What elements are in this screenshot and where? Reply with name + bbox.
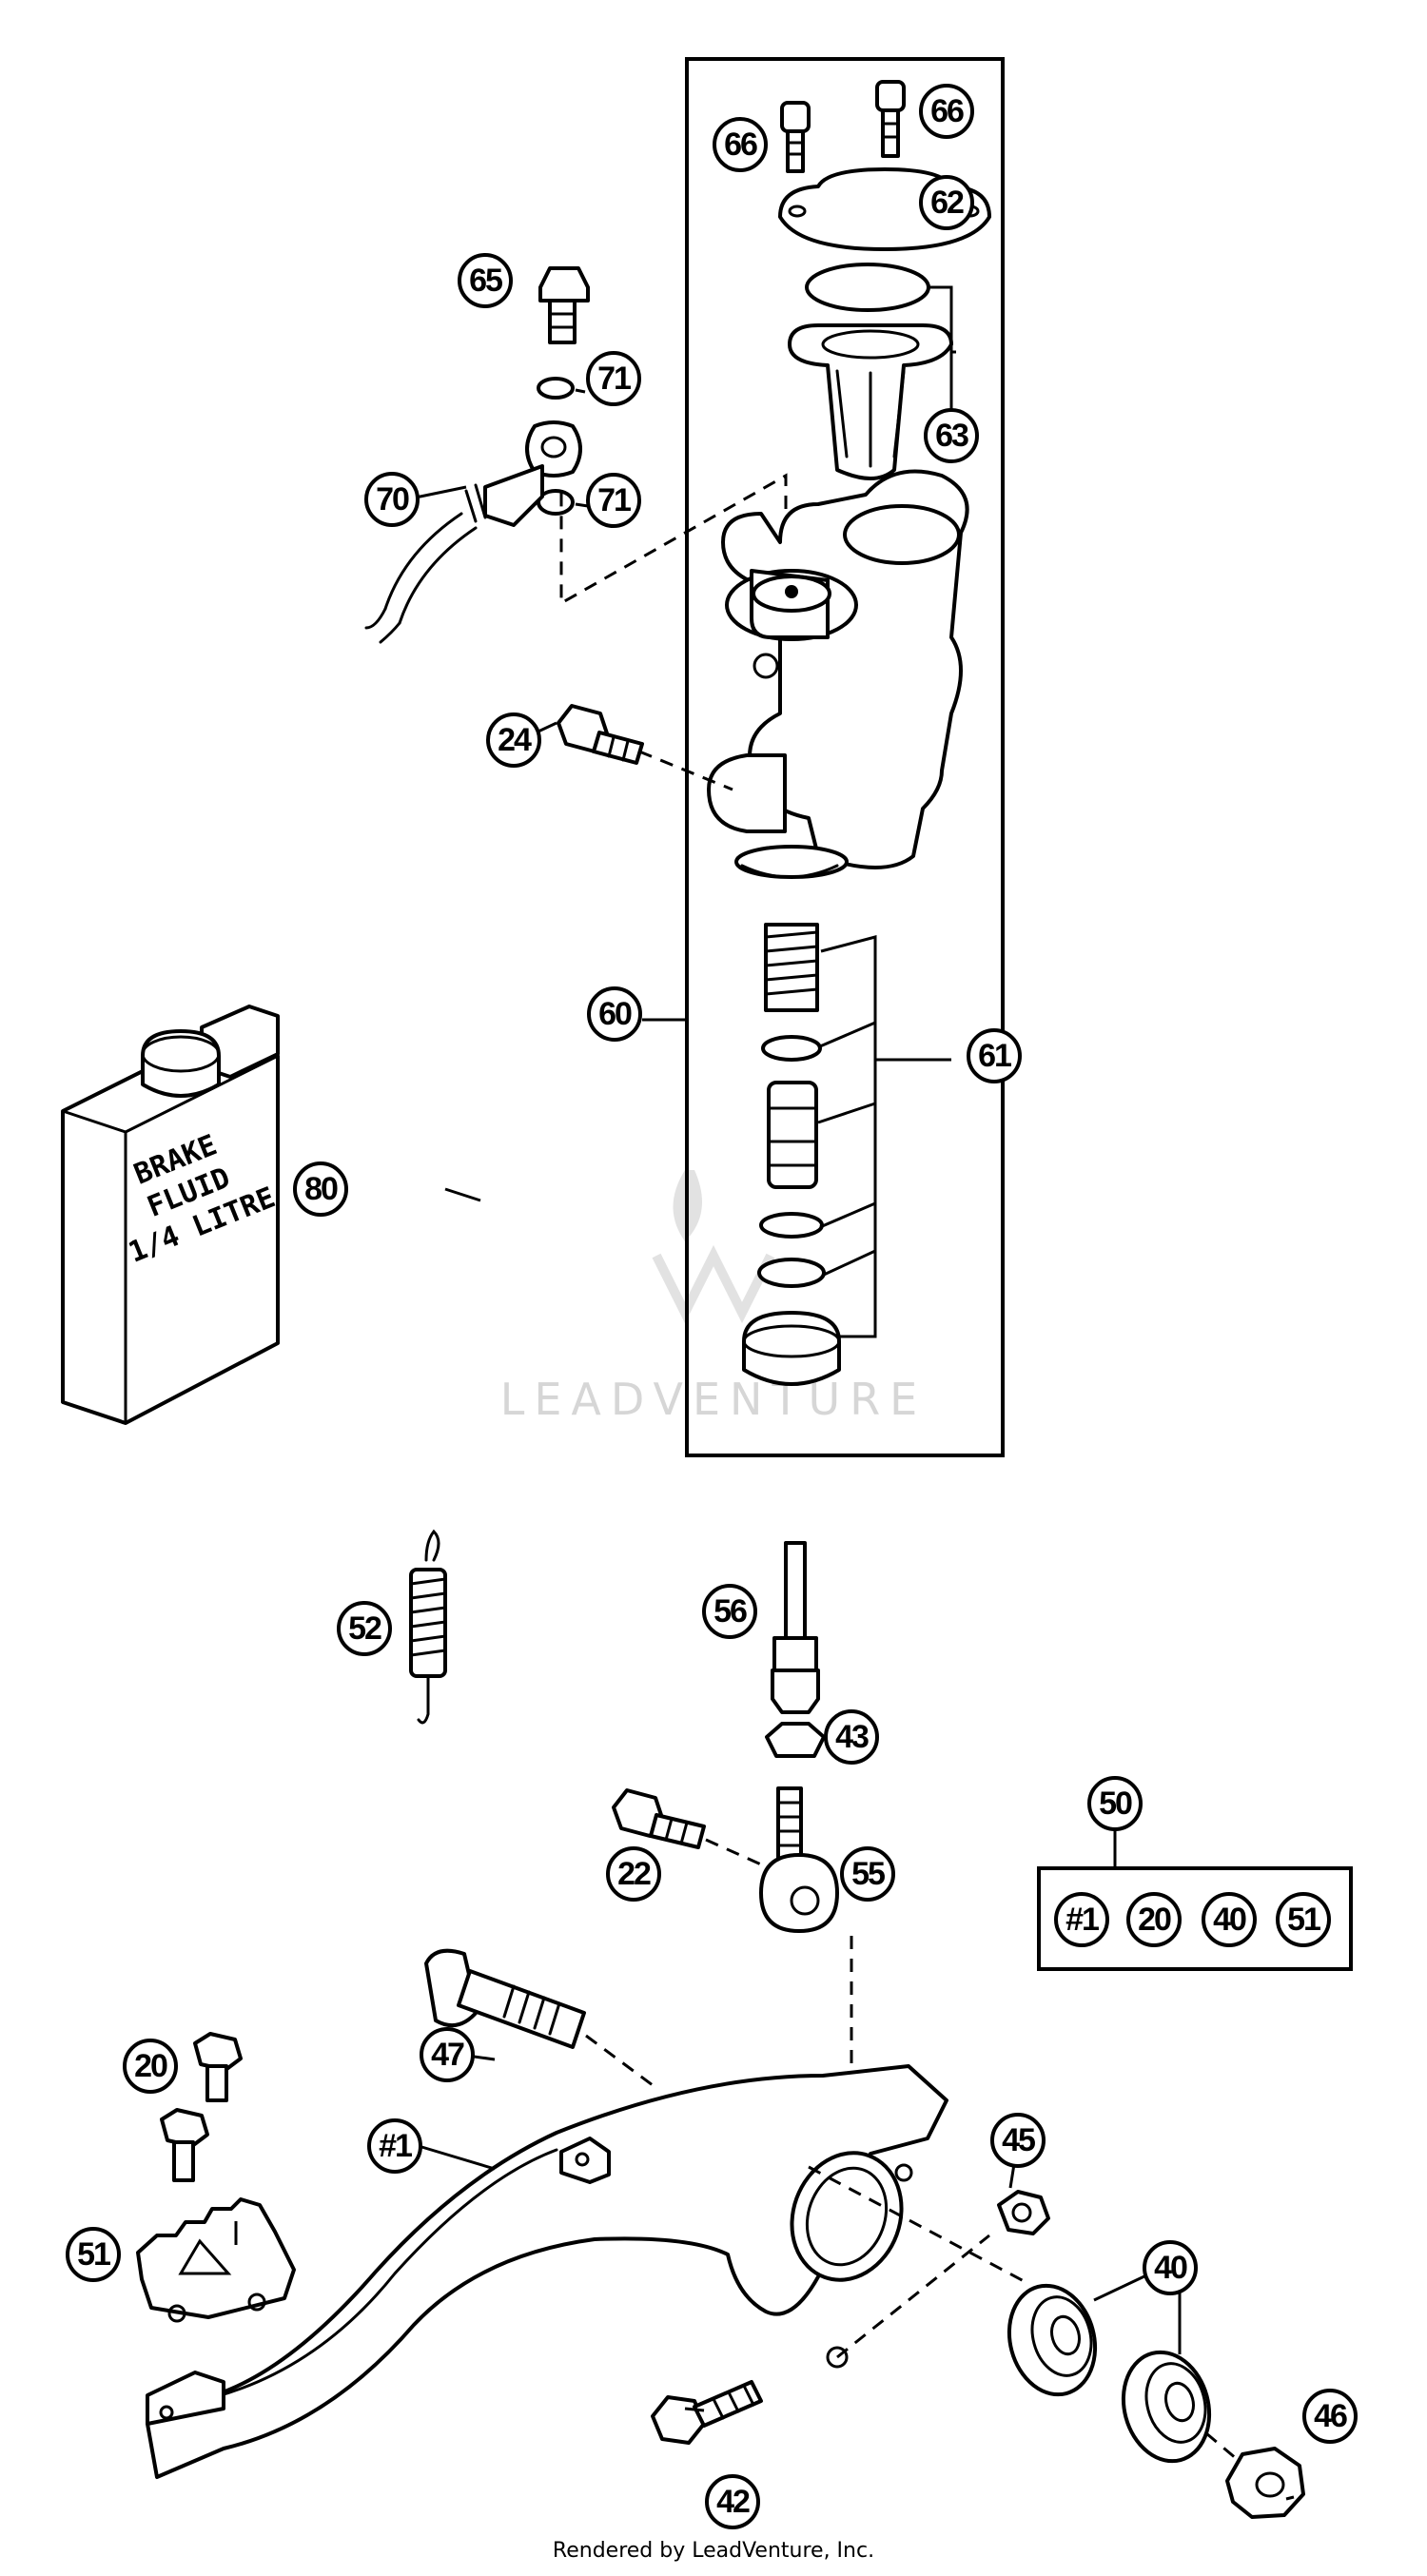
svg-text:46: 46 — [1314, 2398, 1347, 2434]
kit-box-50 — [1037, 1866, 1353, 1971]
callout-40: 40 — [1143, 2240, 1198, 2295]
callout-80: 80 — [293, 1161, 348, 1217]
master-cylinder-frame — [685, 57, 1005, 1457]
washer-71-top — [537, 377, 575, 400]
svg-text:65: 65 — [469, 263, 502, 299]
callout-55: 55 — [840, 1846, 895, 1902]
kit-item-51: 51 — [1276, 1892, 1331, 1947]
spring-52 — [409, 1529, 447, 1725]
callout-63: 63 — [924, 408, 979, 463]
watermark-text: LEADVENTURE — [500, 1374, 928, 1425]
brake-hose-70 — [364, 420, 582, 644]
svg-text:20: 20 — [134, 2048, 167, 2084]
callout-65: 65 — [458, 253, 513, 308]
bolt-42 — [651, 2380, 763, 2445]
footer-credit: Rendered by LeadVenture, Inc. — [553, 2539, 874, 2563]
kit-item-20: 20 — [1126, 1892, 1182, 1947]
svg-text:43: 43 — [835, 1719, 869, 1755]
svg-text:42: 42 — [716, 2484, 750, 2520]
brake-pedal-1 — [146, 2064, 948, 2479]
callout-62: 62 — [919, 175, 974, 230]
master-cylinder-body — [707, 469, 969, 879]
callout-42: 42 — [705, 2474, 760, 2529]
svg-text:#1: #1 — [1065, 1902, 1099, 1938]
nut-43 — [765, 1722, 826, 1758]
callout-50: 50 — [1087, 1776, 1143, 1831]
banjo-bolt-65 — [538, 266, 590, 344]
callout-47: 47 — [420, 2027, 475, 2082]
svg-text:40: 40 — [1154, 2250, 1187, 2286]
svg-text:61: 61 — [978, 1038, 1011, 1074]
brake-fluid-bottle-80: BRAKE FLUID 1/4 LITRE — [61, 1005, 280, 1425]
callout-56: 56 — [702, 1584, 757, 1639]
screw-66-left — [780, 101, 811, 173]
bolt-20-bottom — [160, 2108, 209, 2182]
callout-22: 22 — [606, 1846, 661, 1902]
bolt-47 — [424, 1948, 586, 2049]
svg-text:24: 24 — [498, 722, 532, 758]
svg-text:71: 71 — [597, 482, 631, 518]
callout-45: 45 — [990, 2113, 1046, 2168]
watermark: LEADVENTURE — [500, 1170, 928, 1425]
svg-text:52: 52 — [348, 1610, 381, 1647]
callout-24: 24 — [486, 712, 541, 768]
reservoir-63 — [788, 263, 953, 480]
svg-text:47: 47 — [431, 2037, 464, 2073]
svg-text:40: 40 — [1213, 1902, 1246, 1938]
piston-kit-61 — [742, 923, 841, 1386]
callout-61: 61 — [967, 1028, 1022, 1083]
pushrod-56 — [771, 1541, 820, 1714]
callout-66-left: 66 — [713, 117, 768, 172]
clevis-55 — [759, 1786, 839, 1933]
callout-60: 60 — [587, 986, 642, 1042]
svg-text:63: 63 — [935, 418, 968, 454]
svg-text:60: 60 — [598, 996, 632, 1032]
svg-text:62: 62 — [930, 185, 964, 221]
svg-text:71: 71 — [597, 361, 631, 397]
kit-item-40: 40 — [1202, 1892, 1257, 1947]
svg-text:56: 56 — [714, 1593, 747, 1630]
callout-52: 52 — [337, 1601, 392, 1656]
screw-22 — [612, 1788, 706, 1849]
bearing-40-right — [1121, 2350, 1212, 2464]
kit-item-1: #1 — [1054, 1892, 1109, 1947]
svg-text:50: 50 — [1099, 1786, 1132, 1822]
callout-43: 43 — [824, 1709, 879, 1765]
callout-46: 46 — [1302, 2389, 1358, 2444]
svg-text:70: 70 — [376, 481, 409, 517]
callout-51: 51 — [66, 2227, 121, 2282]
callout-66-right: 66 — [919, 84, 974, 139]
nut-46 — [1225, 2447, 1305, 2519]
screw-24 — [557, 704, 644, 765]
svg-text:#1: #1 — [379, 2128, 412, 2164]
callout-70: 70 — [364, 472, 420, 527]
nut-45 — [997, 2190, 1050, 2235]
callout-71-bottom: 71 — [586, 473, 641, 528]
svg-text:22: 22 — [617, 1856, 651, 1892]
brake-tip-51 — [136, 2197, 296, 2323]
screw-66-right — [875, 80, 906, 158]
svg-text:66: 66 — [724, 127, 757, 163]
svg-text:80: 80 — [304, 1171, 338, 1207]
svg-text:20: 20 — [1138, 1902, 1171, 1938]
svg-text:66: 66 — [930, 93, 964, 129]
bearing-40-left — [1007, 2283, 1098, 2397]
callout-1: #1 — [367, 2118, 422, 2174]
svg-text:51: 51 — [77, 2236, 110, 2273]
bolt-20-top — [193, 2032, 243, 2102]
svg-text:45: 45 — [1002, 2122, 1035, 2158]
svg-text:51: 51 — [1287, 1902, 1320, 1938]
callout-20: 20 — [123, 2039, 178, 2094]
callout-71-top: 71 — [586, 351, 641, 406]
svg-text:55: 55 — [851, 1856, 885, 1892]
